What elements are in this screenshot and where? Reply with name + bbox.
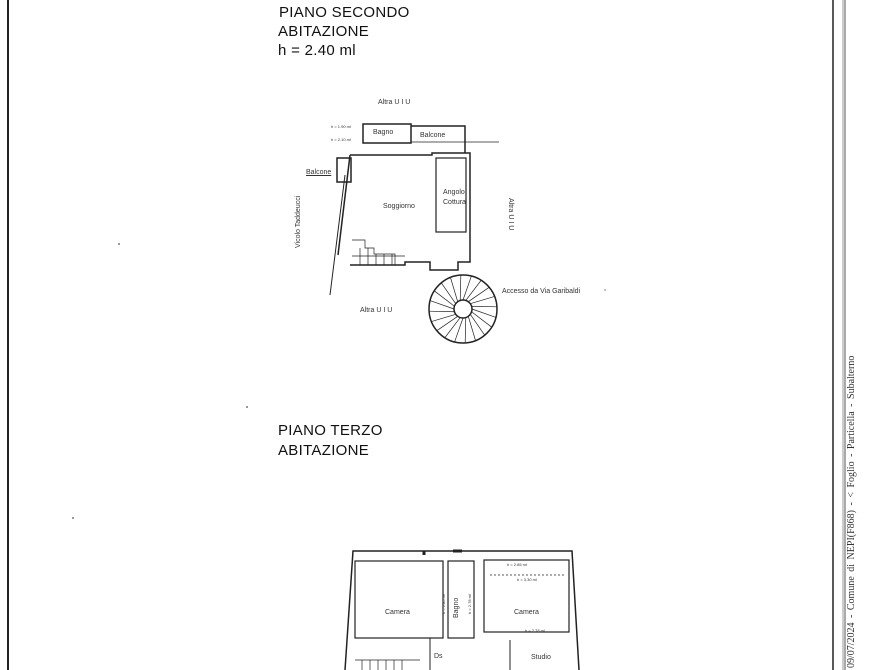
label-vicolo: Vicolo Taddeucci (295, 195, 302, 248)
stair-tread (454, 317, 464, 343)
stair-tread (471, 311, 492, 328)
label-angolo: Angolo (443, 189, 465, 196)
second-floor-title: PIANO SECONDO (279, 4, 410, 21)
stair-tread (465, 280, 482, 301)
stair-tread (441, 282, 457, 304)
label-cottura: Cottura (443, 199, 466, 206)
stair-tread (429, 310, 455, 313)
cadastral-stamp-text: 09/07/2024 - Comune di NEPI(F868) - < Fo… (846, 355, 857, 668)
second-floor-subtitle: ABITAZIONE (278, 23, 370, 40)
label-h-c: h = 2.85 ml (507, 562, 527, 567)
label-h-a: h = 2.85 ml (441, 594, 446, 614)
second-floor-height: h = 2.40 ml (278, 42, 356, 59)
stair-tread (429, 300, 455, 310)
stair-tread (467, 316, 476, 341)
label-h-b: h = 2.78 ml (467, 594, 472, 614)
second-floor-plan (329, 123, 499, 344)
label-altra-uiu-right: Altra U I U (507, 198, 514, 231)
stair-tread (431, 313, 456, 322)
label-soggiorno: Soggiorno (383, 203, 415, 210)
label-studio: Studio (531, 654, 551, 661)
label-h2: h = 2.10 ml (331, 137, 351, 142)
third-floor-plan (344, 549, 580, 670)
label-h-e: h = 2.78 ml (525, 628, 545, 633)
stair-tread (450, 277, 459, 302)
stair-tread (469, 314, 485, 336)
label-balcone-left: Balcone (306, 169, 332, 176)
label-balcone-top: Balcone (420, 132, 446, 139)
label-altra-uiu-top: Altra U I U (378, 99, 411, 106)
label-ds: Ds (434, 653, 443, 660)
stair-tread (471, 305, 497, 308)
third-floor-title: PIANO TERZO (278, 422, 383, 439)
label-bagno-3: Bagno (453, 597, 460, 618)
label-h-d: h = 3.30 ml (517, 577, 537, 582)
stair-tread (459, 275, 462, 301)
third-floor-subtitle: ABITAZIONE (278, 442, 370, 459)
stair-tread (470, 296, 495, 305)
stair-tread (471, 308, 497, 318)
stair-tread (462, 275, 472, 301)
label-camera-left: Camera (385, 609, 410, 616)
label-bagno: Bagno (373, 129, 394, 136)
label-altra-uiu-bottom: Altra U I U (360, 307, 393, 314)
stair-tread (468, 287, 490, 303)
stair-tread (436, 315, 458, 331)
label-h1: h = 1.90 ml (331, 124, 351, 129)
stair-tread (464, 317, 467, 343)
stair-tread (434, 290, 455, 307)
label-camera-right: Camera (514, 609, 539, 616)
stair-tread (444, 317, 461, 338)
label-accesso: Accesso da Via Garibaldi (502, 288, 581, 295)
